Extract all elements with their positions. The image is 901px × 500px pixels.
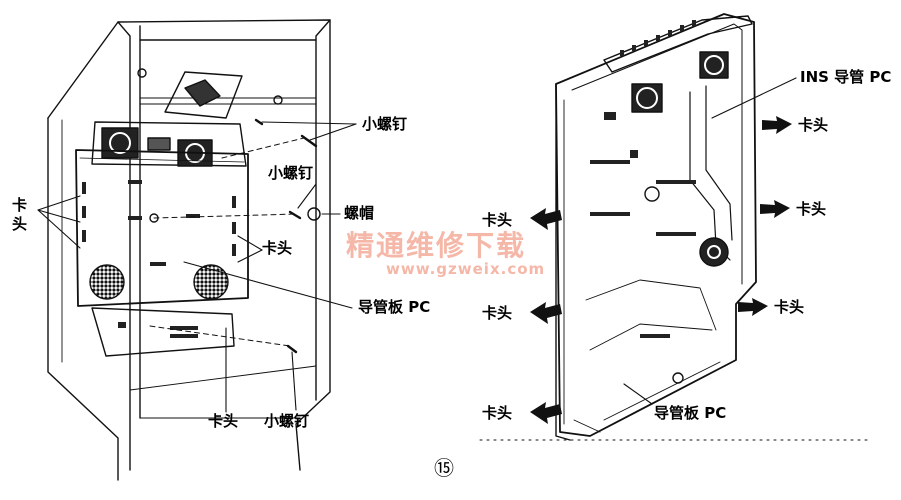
label-clip-r1: 卡头 bbox=[798, 116, 829, 134]
label-small-screw-bottom: 小螺钉 bbox=[264, 412, 310, 430]
watermark-url: www.gzweix.com bbox=[386, 260, 546, 278]
label-clip-bottom: 卡头 bbox=[208, 412, 239, 430]
label-clip-l2: 卡头 bbox=[482, 304, 513, 322]
label-nut: 螺帽 bbox=[344, 204, 375, 222]
label-clip-right: 卡头 bbox=[262, 239, 293, 257]
label-clip-r3: 卡头 bbox=[774, 298, 805, 316]
watermark-cn: 精通维修下载 bbox=[346, 229, 527, 262]
label-clip-left: 卡 头 bbox=[12, 196, 28, 233]
label-small-screw-mid: 小螺钉 bbox=[268, 164, 314, 182]
label-ins-duct: INS 导管 PC bbox=[800, 68, 892, 86]
label-small-screw-top: 小螺钉 bbox=[362, 115, 408, 133]
label-duct-plate-left: 导管板 PC bbox=[358, 298, 431, 316]
label-clip-r2: 卡头 bbox=[796, 200, 827, 218]
label-clip-l1: 卡头 bbox=[482, 211, 513, 229]
figure-number: ⑮ bbox=[434, 456, 454, 480]
left-cabinet-drawing bbox=[37, 19, 357, 481]
label-clip-l3: 卡头 bbox=[482, 404, 513, 422]
right-duct-plate-drawing bbox=[479, 13, 871, 441]
label-duct-plate-right: 导管板 PC bbox=[654, 404, 727, 422]
